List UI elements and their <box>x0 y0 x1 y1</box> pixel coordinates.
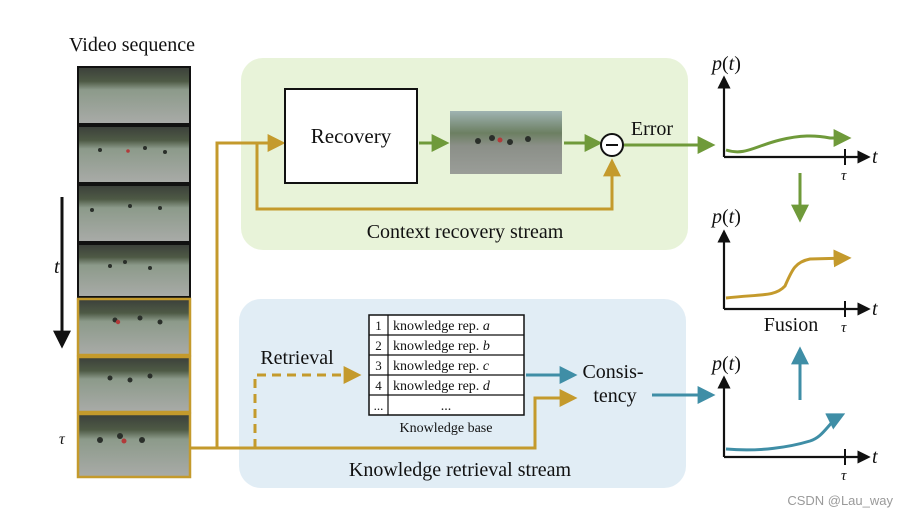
svg-text:t: t <box>872 446 878 468</box>
tau-label-video: τ <box>59 431 66 448</box>
plot-error: p(t) t τ <box>710 53 878 184</box>
svg-text:t: t <box>872 298 878 320</box>
svg-text:τ: τ <box>841 468 847 484</box>
kb-row-text: knowledge rep. a <box>393 319 490 334</box>
kb-row-index: 4 <box>375 378 382 393</box>
plot-consistency: p(t) t τ <box>710 353 878 484</box>
recovery-label: Recovery <box>311 124 392 148</box>
kb-row-text: knowledge rep. c <box>393 359 490 374</box>
gold-feed-lines <box>190 134 621 450</box>
error-label: Error <box>631 118 674 140</box>
kb-row-text: knowledge rep. b <box>393 339 490 354</box>
svg-text:p(t): p(t) <box>710 53 741 75</box>
plot-fusion: p(t) t τ <box>710 206 878 336</box>
knowledge-base-caption: Knowledge base <box>400 421 493 436</box>
retrieval-label: Retrieval <box>260 347 334 369</box>
kb-row-index: 1 <box>375 318 382 333</box>
kb-row-index: 3 <box>375 358 382 373</box>
video-frame-highlighted <box>76 412 192 479</box>
video-sequence-title: Video sequence <box>69 34 195 56</box>
svg-text:p(t): p(t) <box>710 353 741 375</box>
recovered-frame-image <box>450 111 562 174</box>
consistency-label-line2: tency <box>593 385 636 407</box>
video-frame <box>77 66 191 125</box>
time-label: t <box>54 256 60 278</box>
watermark: CSDN @Lau_way <box>787 493 893 508</box>
knowledge-retrieval-stream-label: Knowledge retrieval stream <box>349 459 572 481</box>
kb-row-index: 2 <box>375 338 382 353</box>
video-frame <box>77 184 191 243</box>
minus-operator <box>600 133 624 157</box>
fusion-label: Fusion <box>764 314 818 336</box>
video-frame <box>77 125 191 184</box>
recovery-box <box>284 88 418 184</box>
video-frames <box>76 66 192 479</box>
context-recovery-stream-label: Context recovery stream <box>367 221 564 243</box>
kb-row-text: ... <box>441 399 452 414</box>
video-frame <box>77 243 191 298</box>
svg-text:τ: τ <box>841 168 847 184</box>
video-frame-highlighted <box>76 355 192 414</box>
svg-text:p(t): p(t) <box>710 206 741 228</box>
svg-text:τ: τ <box>841 320 847 336</box>
knowledge-base-table: 1 knowledge rep. a 2 knowledge rep. b 3 knowl… <box>368 314 525 416</box>
svg-text:t: t <box>872 146 878 168</box>
kb-row-text: knowledge rep. d <box>393 379 491 394</box>
kb-row-index: ... <box>374 398 384 413</box>
consistency-label-line1: Consis- <box>582 361 643 383</box>
video-frame-highlighted <box>76 297 192 357</box>
